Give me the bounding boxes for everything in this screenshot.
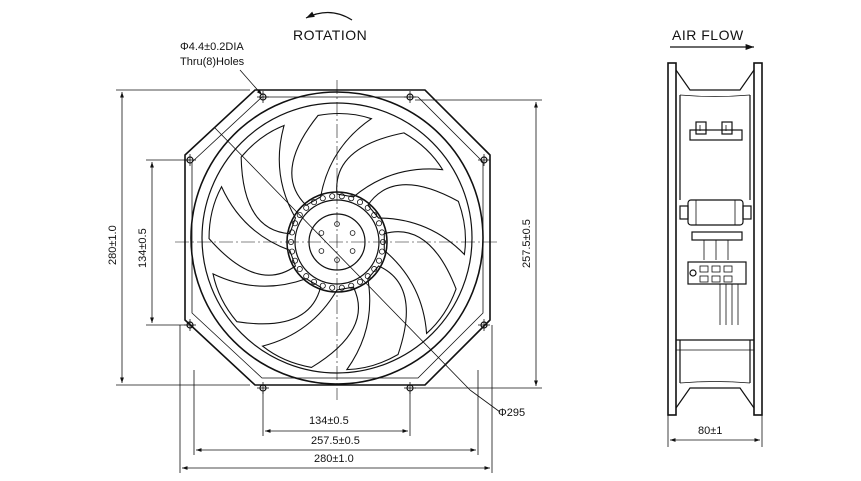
hub-vent-hole bbox=[329, 284, 336, 291]
hub-vent-hole bbox=[376, 257, 383, 264]
dim-257-5-vertical-label: 257.5±0.5 bbox=[521, 219, 533, 268]
hub-vent-hole bbox=[289, 248, 296, 255]
impeller-blade bbox=[240, 124, 297, 235]
hub-vent-hole bbox=[319, 195, 326, 202]
side-view bbox=[667, 62, 763, 416]
hub-vent-hole bbox=[310, 278, 317, 285]
hub-vent-hole bbox=[338, 284, 345, 291]
fan-frame-inner-outline bbox=[191, 96, 484, 379]
hub-vent-hole bbox=[289, 229, 296, 236]
dim-80-depth bbox=[667, 415, 763, 447]
dim-257-5-vertical bbox=[415, 99, 542, 389]
hub-vent-hole bbox=[303, 204, 310, 211]
hub-bolt bbox=[349, 248, 356, 254]
hub-vent-hole bbox=[319, 282, 326, 289]
hub-bolt bbox=[318, 230, 325, 236]
hub-vent-hole bbox=[364, 204, 371, 211]
impeller-blades bbox=[208, 112, 467, 371]
hub-bolts bbox=[318, 221, 356, 263]
hub-bolt bbox=[318, 248, 325, 254]
impeller-blade bbox=[345, 265, 407, 371]
hub-vent-hole bbox=[378, 229, 385, 236]
dim-134-horizontal bbox=[262, 392, 411, 436]
hub-vent-hole bbox=[356, 278, 363, 285]
hub-vent-hole bbox=[348, 195, 355, 202]
dim-280-horizontal-label: 280±1.0 bbox=[314, 453, 354, 465]
hub-vent-hole bbox=[303, 273, 310, 280]
diameter-leader bbox=[214, 127, 471, 391]
air-flow-label: AIR FLOW bbox=[672, 27, 744, 43]
hole-note-count: Thru(8)Holes bbox=[180, 56, 245, 68]
hub-vent-hole bbox=[291, 257, 298, 264]
impeller-blade bbox=[208, 185, 297, 276]
hub-vent-hole bbox=[356, 199, 363, 206]
hub-vent-hole bbox=[296, 266, 303, 273]
hub-vent-hole bbox=[371, 211, 378, 218]
impeller-blade bbox=[261, 286, 359, 369]
dim-134-vertical bbox=[146, 159, 190, 326]
hub-vent-hole bbox=[338, 193, 345, 200]
hub-vent-hole bbox=[376, 220, 383, 227]
dim-280-vertical-label: 280±1.0 bbox=[107, 225, 119, 265]
dim-280-horizontal bbox=[179, 325, 493, 473]
hole-note-diameter: Φ4.4±0.2DIA bbox=[180, 41, 244, 53]
impeller-blade bbox=[336, 132, 444, 198]
rotation-arrow-icon bbox=[305, 11, 353, 21]
diameter-leader-tail bbox=[469, 389, 501, 413]
hub-vent-holes bbox=[287, 193, 386, 291]
hub-vent-hole bbox=[378, 248, 385, 255]
rotation-label: ROTATION bbox=[293, 27, 367, 43]
hub-vent-hole bbox=[329, 193, 336, 200]
dim-280-vertical bbox=[116, 89, 250, 386]
hub-vent-hole bbox=[310, 199, 317, 206]
hub-vent-hole bbox=[296, 211, 303, 218]
dim-134-vertical-label: 134±0.5 bbox=[137, 228, 149, 268]
dim-257-5-horizontal bbox=[193, 370, 479, 455]
dim-257-5-horizontal-label: 257.5±0.5 bbox=[311, 435, 360, 447]
impeller-blade bbox=[291, 112, 373, 206]
dim-80-depth-label: 80±1 bbox=[698, 425, 722, 437]
diameter-label: Φ295 bbox=[498, 407, 525, 419]
impeller-blade bbox=[212, 272, 322, 325]
front-view bbox=[175, 80, 500, 400]
fan-frame-outline bbox=[184, 89, 491, 386]
hub-bolt bbox=[349, 230, 356, 236]
impeller-blade bbox=[367, 184, 467, 256]
hub-vent-hole bbox=[371, 266, 378, 273]
hub-vent-hole bbox=[364, 273, 371, 280]
hole-note-leader bbox=[239, 69, 263, 96]
hub-vent-hole bbox=[291, 220, 298, 227]
dim-134-horizontal-label: 134±0.5 bbox=[309, 415, 349, 427]
impeller-blade bbox=[383, 231, 457, 335]
hub-vent-hole bbox=[348, 282, 355, 289]
